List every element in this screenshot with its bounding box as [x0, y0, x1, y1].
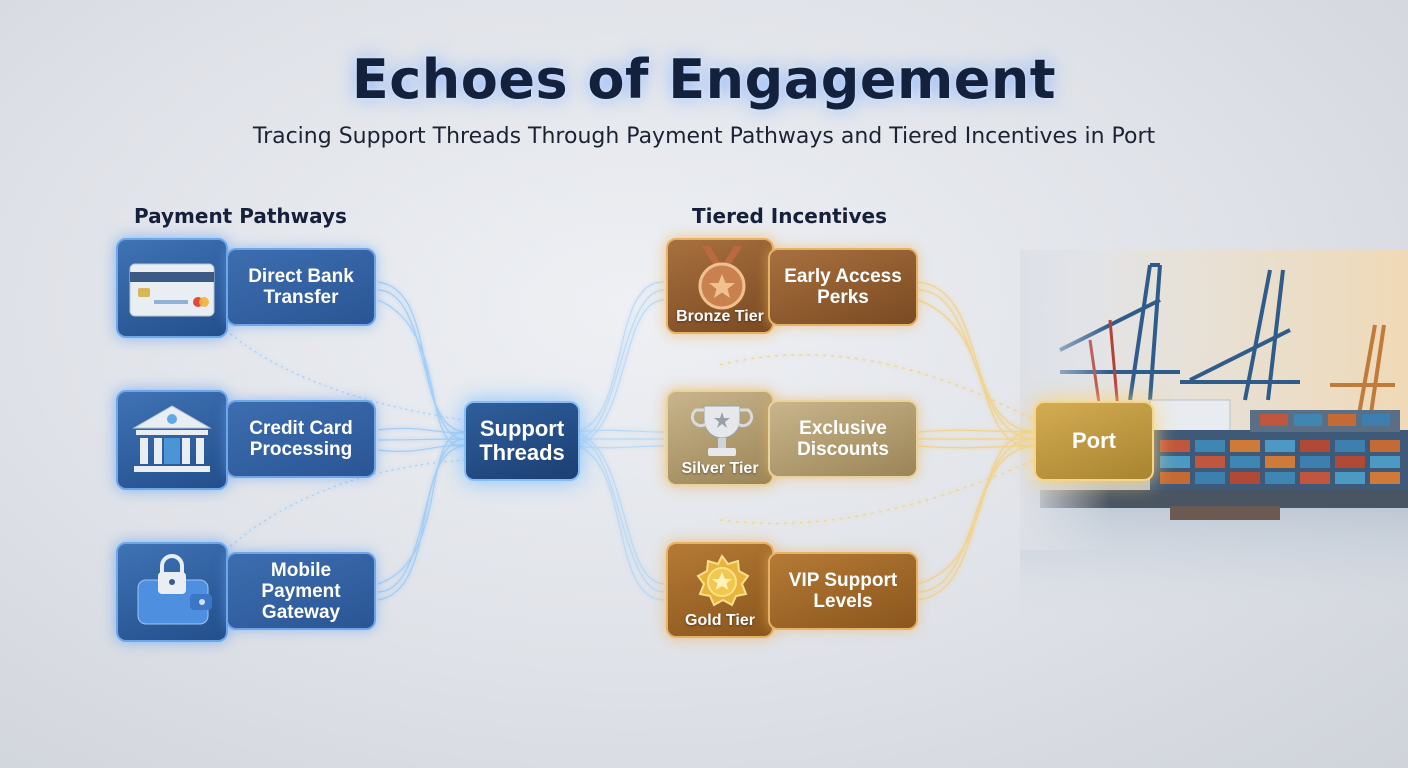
credit-card-icon	[129, 263, 215, 317]
tier-node-gold: Gold Tier	[666, 542, 774, 638]
gold-badge-icon	[696, 554, 750, 607]
perk-node-exclusive-discounts: Exclusive Discounts	[768, 400, 918, 478]
container-stacks	[1150, 410, 1408, 500]
payment-node-credit-card-processing: Credit Card Processing	[226, 400, 376, 478]
flow-threads-gold	[719, 281, 1035, 601]
destination-node-port: Port	[1034, 401, 1154, 481]
diagram-subtitle: Tracing Support Threads Through Payment …	[252, 124, 1156, 149]
section-title-incentives: Tiered Incentives	[692, 204, 888, 228]
bronze-medal-icon	[698, 246, 746, 310]
section-title-payment: Payment Pathways	[134, 204, 347, 228]
crane-icon	[1330, 324, 1395, 421]
wallet-node	[116, 542, 228, 642]
pier	[1040, 490, 1408, 508]
port-illustration	[1020, 250, 1408, 630]
tier-label: Gold Tier	[685, 612, 755, 629]
tier-label: Silver Tier	[681, 460, 759, 477]
perk-node-early-access: Early Access Perks	[768, 248, 918, 326]
tier-label: Bronze Tier	[676, 308, 764, 325]
silver-trophy-icon	[690, 405, 754, 456]
diagram-title: Echoes of Engagement	[351, 48, 1057, 111]
payment-node-mobile-payment-gateway: Mobile Payment Gateway	[226, 552, 376, 630]
locked-wallet-icon	[137, 554, 212, 625]
bank-node	[116, 390, 228, 490]
perk-node-vip-support: VIP Support Levels	[768, 552, 918, 630]
hub-node-support-threads: Support Threads	[464, 401, 580, 481]
tier-node-bronze: Bronze Tier	[666, 238, 774, 334]
tier-node-silver: Silver Tier	[666, 390, 774, 486]
bank-building-icon	[132, 405, 212, 472]
payment-node-direct-bank-transfer: Direct Bank Transfer	[226, 248, 376, 326]
credit-card-node	[116, 238, 228, 338]
flow-threads-mixed	[575, 281, 665, 601]
flow-threads-blue	[225, 281, 465, 601]
